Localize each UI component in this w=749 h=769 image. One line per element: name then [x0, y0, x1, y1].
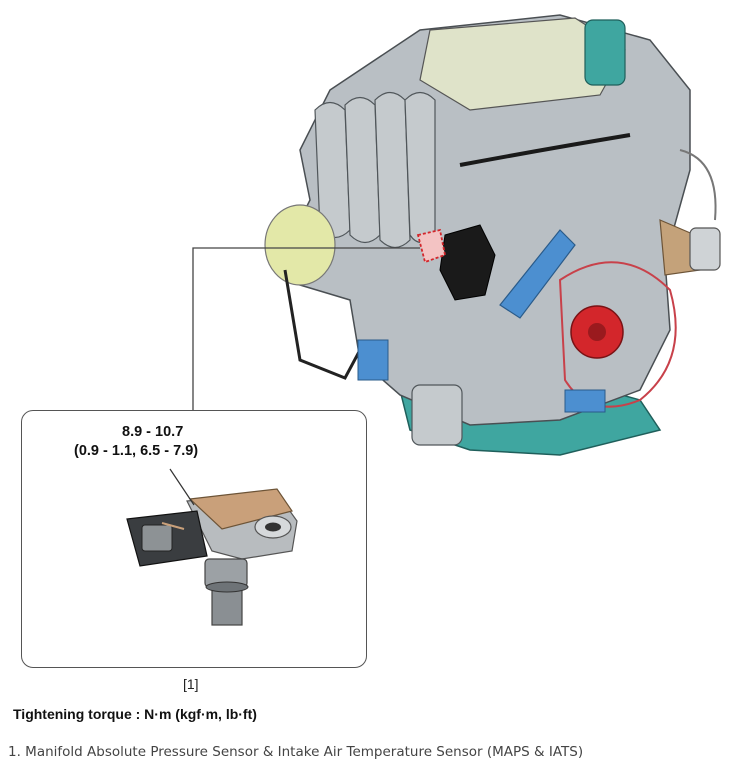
torque-alternate-units: (0.9 - 1.1, 6.5 - 7.9)	[74, 443, 199, 459]
callout-leader-line	[192, 247, 420, 410]
tightening-torque-note: Tightening torque : N·m (kgf·m, lb·ft)	[13, 706, 257, 722]
oil-filter	[411, 384, 463, 446]
mount-left	[357, 339, 389, 381]
intake-manifold	[314, 91, 436, 249]
sensor-top-cover	[188, 488, 293, 530]
oil-filler-cap	[584, 19, 626, 86]
mount-right	[564, 389, 606, 413]
legend-item: 1. Manifold Absolute Pressure Sensor & I…	[8, 744, 584, 760]
callout-number: [1]	[183, 676, 199, 692]
torque-value: 8.9 - 10.7	[122, 424, 184, 440]
drive-belt	[283, 269, 362, 380]
alternator	[264, 204, 336, 286]
intake-pipe	[499, 229, 576, 319]
maps-iats-sensor-illustration	[126, 468, 298, 626]
torque-pointer	[169, 468, 195, 506]
o2-sensor-wire	[679, 149, 717, 221]
sensor-location-highlight	[416, 228, 447, 264]
sensor-detail-box: 8.9 - 10.7 (0.9 - 1.1, 6.5 - 7.9)	[21, 410, 367, 668]
wire-harness	[459, 133, 631, 167]
throttle-body	[439, 224, 496, 301]
valve-cover	[419, 17, 626, 111]
